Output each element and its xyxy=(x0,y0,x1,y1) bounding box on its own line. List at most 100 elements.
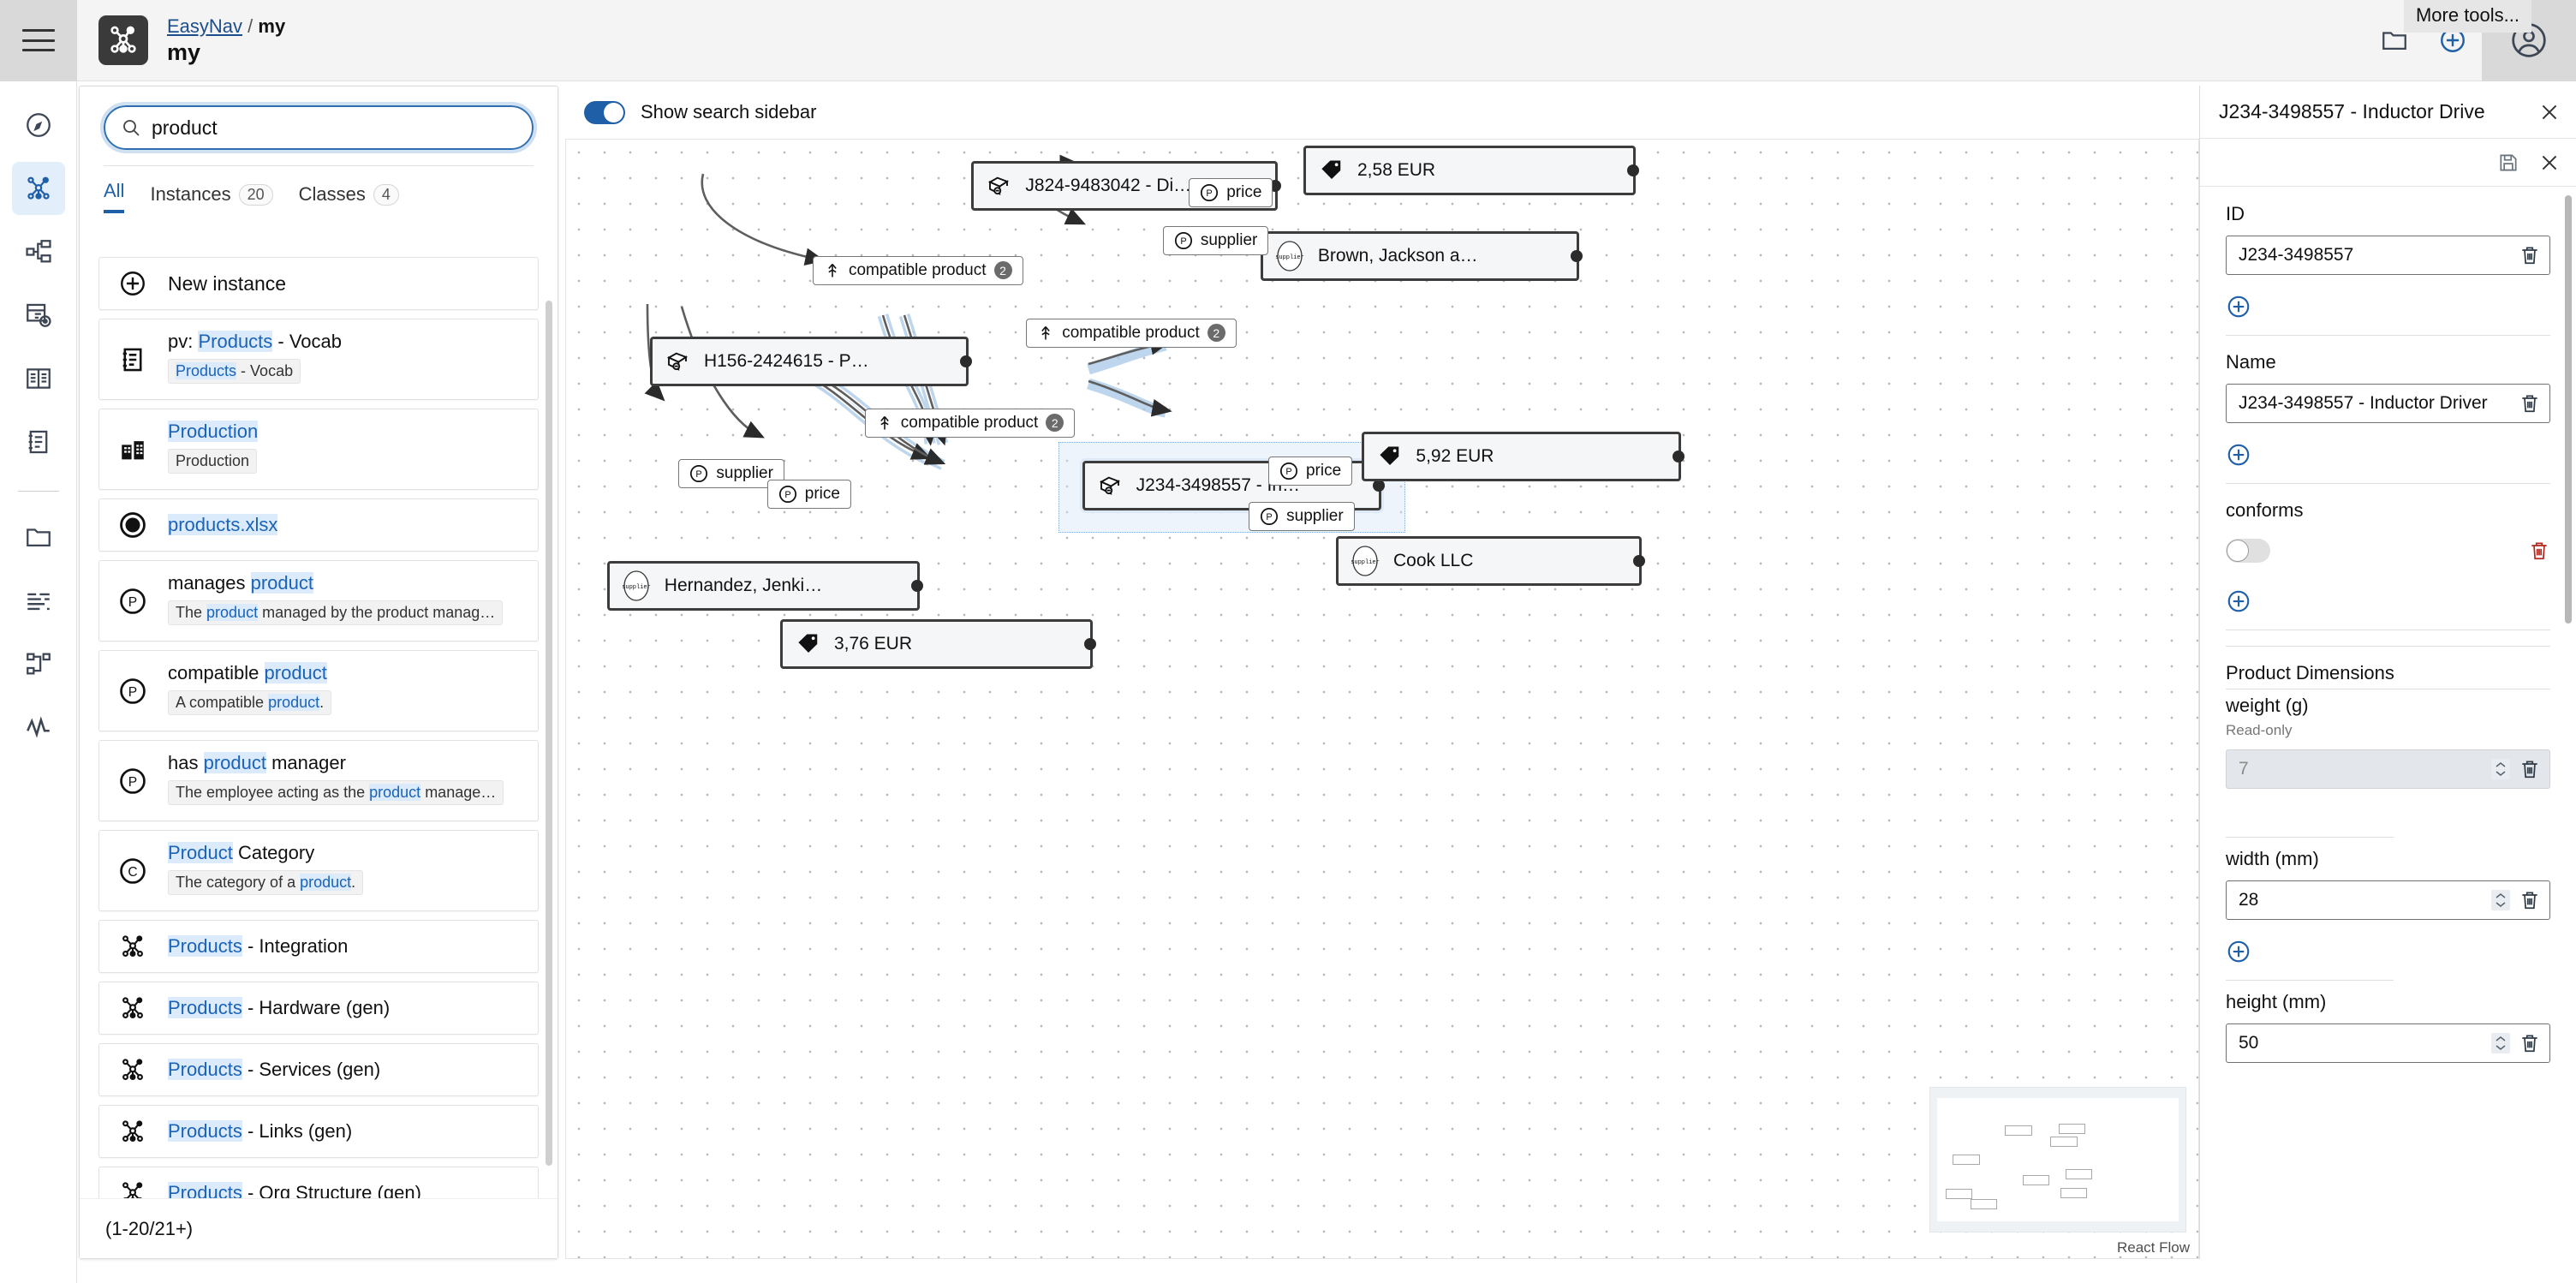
add-value-button[interactable] xyxy=(2226,588,2550,614)
graph-node[interactable]: 2,58 EUR xyxy=(1303,145,1639,195)
tag-icon xyxy=(795,631,820,657)
sidebar-item-flow[interactable] xyxy=(12,637,65,690)
field-input-row[interactable] xyxy=(2226,880,2550,920)
inspector-body[interactable]: ID Name conforms Product Dimensionsweigh… xyxy=(2200,188,2576,1259)
field-readonly-note: Read-only xyxy=(2226,722,2293,738)
node-port[interactable] xyxy=(1626,164,1639,176)
field-input-row[interactable] xyxy=(2226,749,2550,789)
result-card[interactable]: Products - Org Structure (gen) xyxy=(98,1167,539,1198)
delete-field-button[interactable] xyxy=(2519,758,2541,780)
sidebar-item-folder[interactable] xyxy=(12,510,65,564)
result-card[interactable]: products.xlsx xyxy=(98,498,539,552)
inherit-icon xyxy=(824,261,841,280)
box-icon xyxy=(1099,476,1120,495)
sidebar-scrollbar[interactable] xyxy=(546,301,552,1166)
number-stepper[interactable] xyxy=(2491,890,2510,910)
number-stepper[interactable] xyxy=(2491,1033,2510,1053)
result-card[interactable]: Products - Services (gen) xyxy=(98,1043,539,1096)
folder-icon[interactable] xyxy=(2365,0,2424,81)
field-input[interactable] xyxy=(2239,393,2510,414)
result-card[interactable]: Products - Hardware (gen) xyxy=(98,982,539,1035)
field-input-row[interactable] xyxy=(2226,236,2550,275)
field-input[interactable] xyxy=(2239,759,2483,779)
node-port[interactable] xyxy=(960,355,973,368)
field-input[interactable] xyxy=(2239,1033,2483,1053)
node-port[interactable] xyxy=(910,579,923,592)
tab-all[interactable]: All xyxy=(104,180,125,213)
save-disk-icon[interactable] xyxy=(2497,152,2519,174)
field-label: conforms xyxy=(2226,499,2304,521)
result-card[interactable]: Products - Integration xyxy=(98,920,539,973)
tab-classes-label: Classes xyxy=(298,183,366,205)
conforms-toggle[interactable] xyxy=(2226,539,2270,563)
search-box[interactable] xyxy=(100,102,537,153)
delete-field-button[interactable] xyxy=(2519,889,2541,911)
field-input-row[interactable] xyxy=(2226,1023,2550,1063)
number-stepper[interactable] xyxy=(2491,759,2510,779)
node-port[interactable] xyxy=(1633,554,1646,567)
close-icon[interactable] xyxy=(2538,152,2561,174)
search-input[interactable] xyxy=(151,116,516,140)
graph-minimap[interactable] xyxy=(1929,1087,2186,1232)
field-input-row[interactable] xyxy=(2226,384,2550,423)
inspector-subheader xyxy=(2200,139,2576,187)
field-input[interactable] xyxy=(2239,245,2510,266)
show-sidebar-toggle-row[interactable]: Show search sidebar xyxy=(565,100,816,124)
sidebar-item-graph[interactable] xyxy=(11,162,65,215)
tab-classes[interactable]: Classes 4 xyxy=(299,183,399,213)
menu-button[interactable] xyxy=(0,0,77,81)
graph-node[interactable]: 5,92 EUR xyxy=(1362,432,1685,482)
graph-node[interactable]: H156-2424615 - P… xyxy=(649,337,973,387)
tab-instances[interactable]: Instances 20 xyxy=(150,183,273,213)
delete-field-button[interactable] xyxy=(2519,392,2541,415)
delete-field-button[interactable] xyxy=(2528,540,2550,562)
delete-field-button[interactable] xyxy=(2519,1032,2541,1054)
sidebar-item-activity[interactable] xyxy=(12,701,65,754)
add-value-button[interactable] xyxy=(2226,294,2550,319)
sidebar-item-hierarchy[interactable] xyxy=(12,225,65,278)
sidebar-item-list[interactable] xyxy=(12,574,65,627)
breadcrumb-root[interactable]: EasyNav xyxy=(167,15,243,37)
add-value-button[interactable] xyxy=(2226,442,2550,468)
property-chip: P xyxy=(1174,231,1193,250)
delete-field-button[interactable] xyxy=(2519,244,2541,266)
add-value-button[interactable] xyxy=(2226,939,2550,964)
node-port[interactable] xyxy=(1672,451,1685,463)
node-port[interactable] xyxy=(1083,638,1096,651)
react-flow-attribution: React Flow xyxy=(2116,1239,2190,1256)
sidebar-item-server-view[interactable] xyxy=(12,289,65,342)
graph-node[interactable]: 3,76 EUR xyxy=(779,619,1096,670)
close-icon[interactable] xyxy=(2538,101,2561,123)
sidebar-item-notebook[interactable] xyxy=(12,415,65,468)
inspector-scrollbar[interactable] xyxy=(2565,195,2572,624)
field-input[interactable] xyxy=(2239,890,2483,910)
node-port[interactable] xyxy=(1373,479,1386,492)
sidebar-item-book[interactable] xyxy=(12,352,65,405)
node-port[interactable] xyxy=(1571,250,1583,263)
result-card[interactable]: New instance xyxy=(98,257,539,310)
sidebar-item-compass[interactable] xyxy=(12,98,65,152)
show-search-sidebar-toggle[interactable] xyxy=(584,100,625,124)
result-card[interactable]: Products - Links (gen) xyxy=(98,1105,539,1158)
